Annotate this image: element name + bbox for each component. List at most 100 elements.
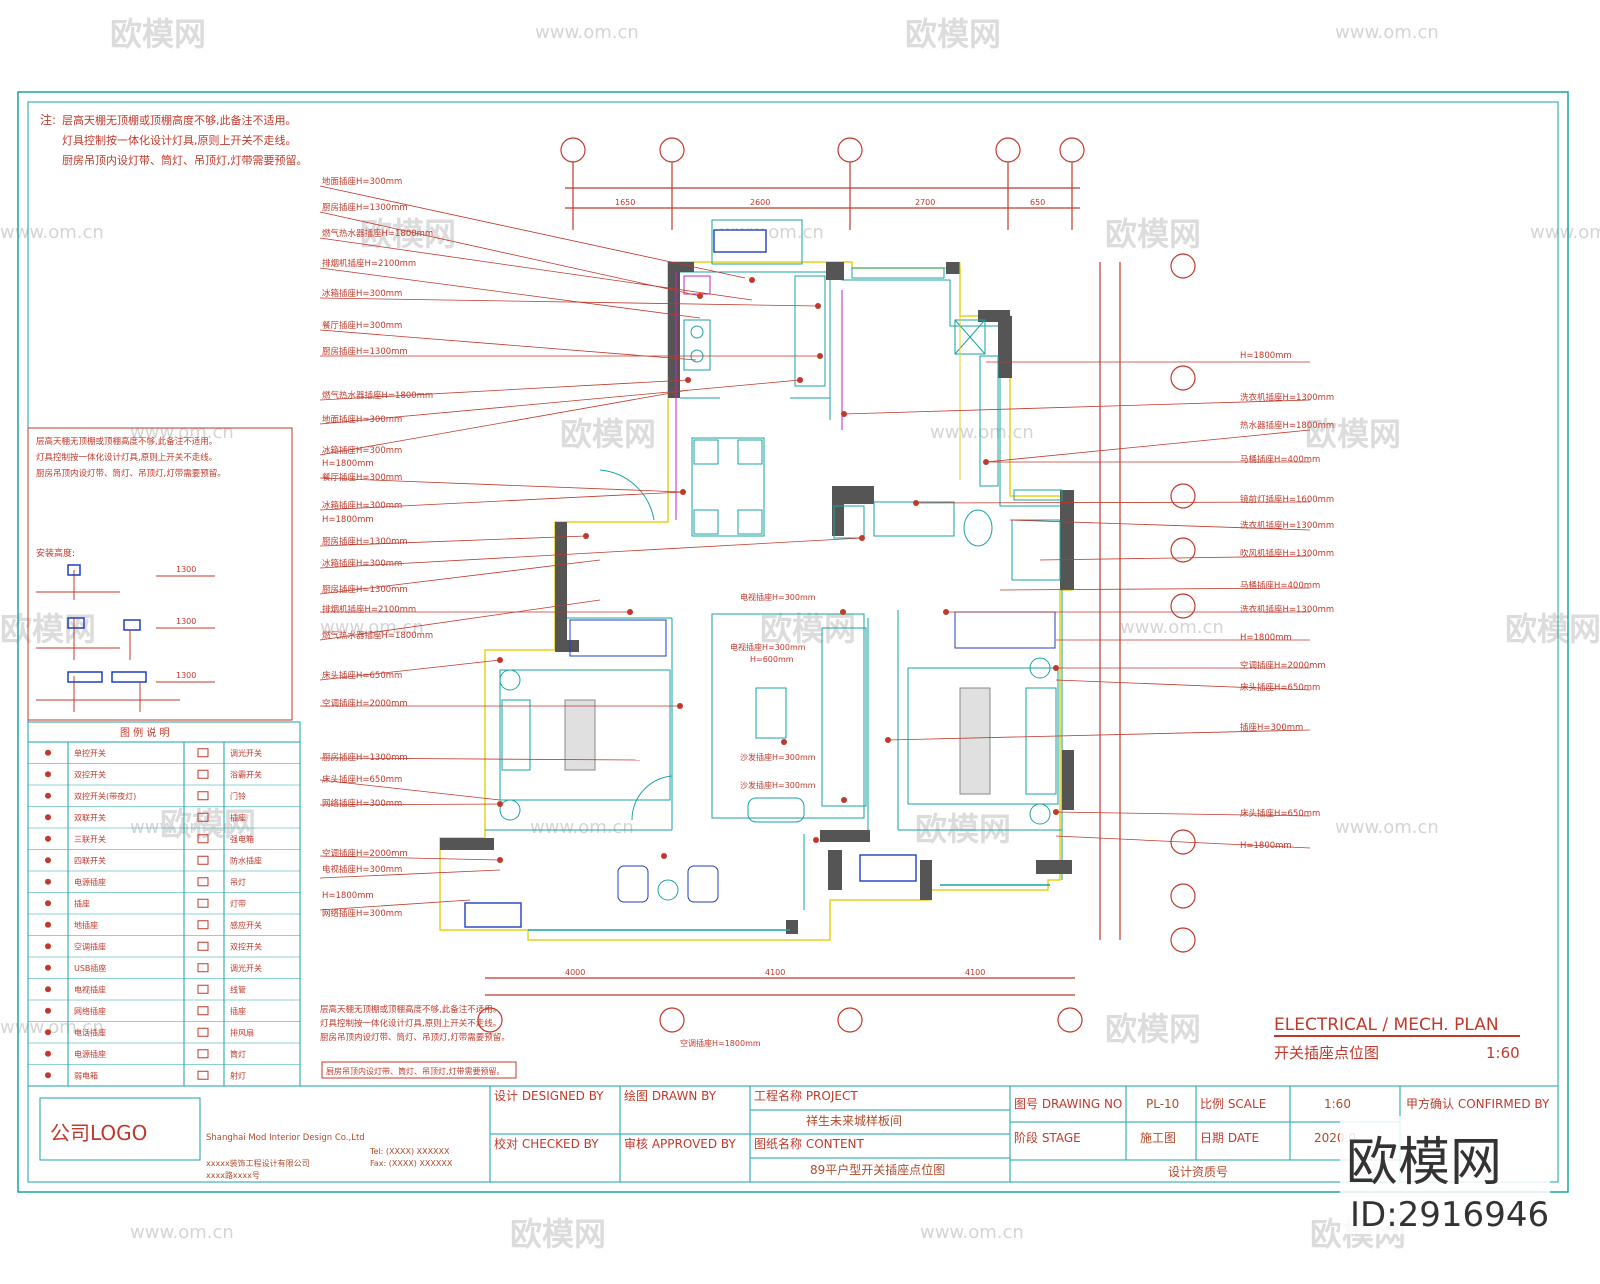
- legend-symbol-icon: [197, 920, 209, 930]
- project-label: 工程名称 PROJECT: [754, 1088, 858, 1103]
- title-block: 公司LOGO Shanghai Mod Interior Design Co.,…: [27, 1085, 1559, 1183]
- height-text: 1300: [176, 671, 196, 680]
- legend-label: 单控开关: [74, 748, 106, 758]
- scale-label: 比例 SCALE: [1200, 1097, 1266, 1111]
- legend-symbol-icon: [45, 878, 51, 885]
- watermark-text: 欧模网: [560, 415, 656, 453]
- callout-text: 厨房插座H=1300mm: [322, 346, 408, 357]
- legend-label: 电源插座: [74, 877, 106, 887]
- sheet-outer-border: [17, 91, 1569, 1193]
- drawn-by-label: 绘图 DRAWN BY: [624, 1088, 717, 1103]
- legend-symbol-icon: [45, 1007, 51, 1014]
- watermark-layer: 欧模网 www.om.cn 欧模网 www.om.cn www.om.cn 欧模…: [0, 15, 1600, 1253]
- callout-text: 电视插座H=300mm: [730, 642, 806, 652]
- legend-symbol-icon: [197, 1049, 209, 1059]
- watermark-text: 欧模网: [915, 810, 1011, 848]
- legend-label: 调光开关: [230, 963, 262, 973]
- company-name-en: Shanghai Mod Interior Design Co.,Ltd: [206, 1133, 365, 1143]
- scale-value: 1:60: [1324, 1097, 1351, 1111]
- stamp-id: ID:2916946: [1350, 1195, 1549, 1235]
- notes-label: 注:: [40, 112, 56, 127]
- legend-label: 双控开关(带夜灯): [74, 791, 136, 801]
- callout-text: 马桶插座H=400mm: [1240, 454, 1320, 465]
- legend-symbol-icon: [197, 898, 209, 908]
- notes-line: 厨房吊顶内设灯带、筒灯、吊顶灯,灯带需要预留。: [62, 153, 308, 167]
- legend-symbol-icon: [45, 792, 51, 799]
- design-cert-label: 设计资质号: [1168, 1165, 1228, 1179]
- legend-symbol-icon: [197, 1006, 209, 1016]
- callout-text: 厨房插座H=1300mm: [322, 536, 408, 547]
- legend-symbol-icon: [197, 1070, 209, 1080]
- callout-text: H=1800mm: [322, 891, 374, 901]
- notes-line: 层高天棚无顶棚或顶棚高度不够,此备注不适用。: [36, 436, 217, 447]
- project-value: 祥生未来城样板间: [806, 1113, 902, 1128]
- legend-symbol-icon: [45, 814, 51, 821]
- notes-line: 厨房吊顶内设灯带、筒灯、吊顶灯,灯带需要预留。: [326, 1066, 505, 1076]
- dimension-text: 650: [1030, 198, 1045, 207]
- callout-text: 床头插座H=650mm: [322, 774, 402, 785]
- legend-symbol-icon: [197, 769, 209, 779]
- watermark-url: www.om.cn: [535, 22, 639, 43]
- callout-text: 网络插座H=300mm: [322, 908, 402, 919]
- legend-title: 图 例 说 明: [120, 726, 170, 739]
- callout-text: 空调插座H=2000mm: [322, 848, 408, 859]
- callout-text: 马桶插座H=400mm: [1240, 580, 1320, 591]
- callout-text: 空调插座H=1800mm: [680, 1038, 761, 1048]
- grid-axis-top: [560, 137, 1085, 230]
- dimension-text: 2600: [750, 198, 770, 207]
- legend-symbol-icon: [197, 1027, 209, 1037]
- callout-text: 床头插座H=650mm: [1240, 808, 1320, 819]
- content-value: 89平户型开关插座点位图: [810, 1162, 945, 1177]
- grid-axis-bottom: [477, 977, 1083, 1033]
- legend-label: 感应开关: [230, 920, 262, 930]
- callout-text: 餐厅插座H=300mm: [322, 320, 402, 331]
- legend-table: 图 例 说 明 单控开关调光开关双控开关浴霸开关双控开关(带夜灯)门铃双联开关插…: [27, 721, 301, 1087]
- legend-symbol-icon: [197, 984, 209, 994]
- watermark-url: www.om.cn: [920, 1222, 1024, 1243]
- notes-line: 灯具控制按一体化设计灯具,原则上开关不走线。: [36, 452, 217, 463]
- legend-symbol-icon: [45, 986, 51, 993]
- legend-label: 双联开关: [74, 812, 106, 822]
- installation-height-box: 层高天棚无顶棚或顶棚高度不够,此备注不适用。 灯具控制按一体化设计灯具,原则上开…: [27, 427, 293, 721]
- watermark-url: www.om.cn: [0, 1017, 104, 1038]
- callout-text: 吹风机插座H=1300mm: [1240, 548, 1334, 559]
- watermark-url: www.om.cn: [1335, 817, 1439, 838]
- notes-line: 灯具控制按一体化设计灯具,原则上开关不走线。: [320, 1018, 501, 1029]
- callout-text: 燃气热水器插座H=1800mm: [322, 228, 433, 239]
- callout-text: 电视插座H=300mm: [322, 864, 402, 875]
- callout-text: H=1800mm: [1240, 633, 1292, 643]
- watermark-url: www.om.cn: [1530, 222, 1600, 243]
- drawing-no-value: PL-10: [1146, 1097, 1179, 1111]
- legend-label: 筒灯: [230, 1049, 246, 1059]
- legend-symbol-icon: [45, 964, 51, 971]
- callout-text: 厨房插座H=1300mm: [322, 584, 408, 595]
- approved-by-label: 审核 APPROVED BY: [624, 1136, 736, 1151]
- callout-text: 厨房插座H=1300mm: [322, 752, 408, 763]
- legend-label: 弱电箱: [74, 1070, 98, 1080]
- callout-text: 厨房插座H=1300mm: [322, 202, 408, 213]
- legend-symbol-icon: [197, 941, 209, 951]
- callout-text: 洗衣机插座H=1300mm: [1240, 520, 1334, 531]
- watermark-url: www.om.cn: [1120, 617, 1224, 638]
- dimension-text: 4100: [965, 968, 985, 977]
- legend-symbol-icon: [197, 812, 209, 822]
- legend-label: 电视插座: [74, 984, 106, 994]
- legend-label: 双控开关: [230, 941, 262, 951]
- legend-label: 电源插座: [74, 1049, 106, 1059]
- callout-text: 燃气热水器插座H=1800mm: [322, 390, 433, 401]
- right-callouts: H=1800mm 洗衣机插座H=1300mm 热水器插座H=1800mm 马桶插…: [1240, 351, 1334, 851]
- top-dimensions: 1650 2600 2700 650: [615, 198, 1045, 207]
- watermark-text: 欧模网: [0, 610, 96, 648]
- legend-symbol-icon: [45, 921, 51, 928]
- legend-label: 线管: [230, 984, 246, 994]
- callout-text: H=1800mm: [322, 515, 374, 525]
- watermark-url: www.om.cn: [130, 1222, 234, 1243]
- notes-line: 层高天棚无顶棚或顶棚高度不够,此备注不适用。: [62, 113, 297, 127]
- legend-label: 插座: [74, 898, 90, 908]
- stage-value: 施工图: [1140, 1131, 1176, 1145]
- watermark-url: www.om.cn: [320, 617, 424, 638]
- callout-text: 冰箱插座H=300mm: [322, 500, 402, 511]
- callout-text: 洗衣机插座H=1300mm: [1240, 604, 1334, 615]
- callout-text: 排烟机插座H=2100mm: [322, 604, 416, 615]
